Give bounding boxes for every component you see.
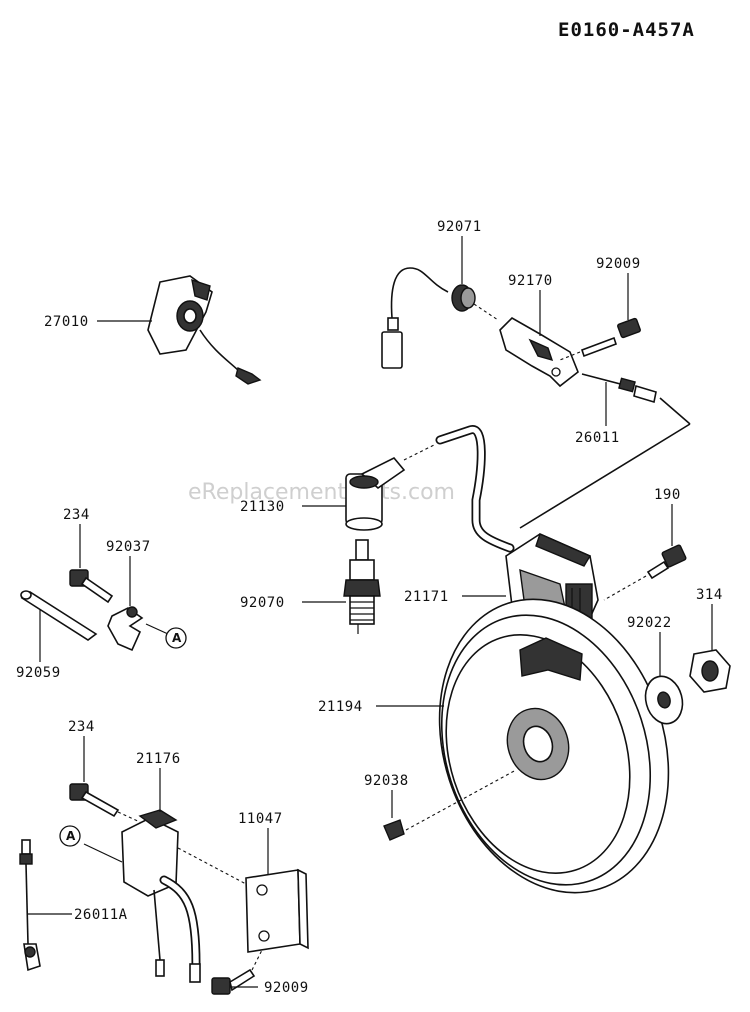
watermark: eReplacementParts.com: [188, 480, 455, 505]
label-92038: 92038: [364, 773, 409, 789]
label-21130: 21130: [240, 499, 285, 515]
part-92009-screw-bottom: [211, 968, 256, 995]
part-92037-clamp: [107, 606, 144, 652]
part-92009-screw-top: [580, 317, 641, 358]
label-234-upper: 234: [63, 507, 90, 523]
part-92071-grommet: [381, 267, 476, 369]
part-27010-sensor: [147, 275, 262, 385]
part-92038-key: [383, 819, 405, 841]
part-92022-washer: [644, 675, 684, 725]
part-21194-flywheel: [438, 598, 670, 894]
label-190: 190: [654, 487, 681, 503]
label-21176: 21176: [136, 751, 181, 767]
part-21130-plug-cap: [345, 425, 515, 553]
label-92070: 92070: [240, 595, 285, 611]
part-92059-rod: [20, 590, 98, 641]
label-92022: 92022: [627, 615, 672, 631]
label-92009-top: 92009: [596, 256, 641, 272]
label-92037: 92037: [106, 539, 151, 555]
callout-a-upper: A: [172, 631, 182, 645]
label-92059: 92059: [16, 665, 61, 681]
part-234-bolt-lower: [69, 783, 120, 818]
part-92170-bracket: [499, 317, 579, 388]
label-11047: 11047: [238, 811, 283, 827]
part-190-bolt: [646, 544, 687, 580]
label-234-lower: 234: [68, 719, 95, 735]
label-92170: 92170: [508, 273, 553, 289]
part-92070-spark-plug: [343, 539, 381, 634]
label-92009-bottom: 92009: [264, 980, 309, 996]
label-27010: 27010: [44, 314, 89, 330]
part-21176-module: [121, 809, 201, 983]
part-11047-plate: [245, 868, 309, 953]
label-314: 314: [696, 587, 723, 603]
label-26011: 26011: [575, 430, 620, 446]
label-21171: 21171: [404, 589, 449, 605]
label-92071: 92071: [437, 219, 482, 235]
part-26011-lead: [581, 373, 691, 425]
part-234-bolt-upper: [69, 569, 114, 604]
part-314-nut: [689, 649, 731, 693]
label-26011a: 26011A: [74, 907, 128, 923]
part-26011a-lead: [19, 839, 41, 972]
diagram-code: E0160-A457A: [558, 19, 695, 41]
callout-a-lower: A: [66, 829, 76, 843]
label-21194: 21194: [318, 699, 363, 715]
